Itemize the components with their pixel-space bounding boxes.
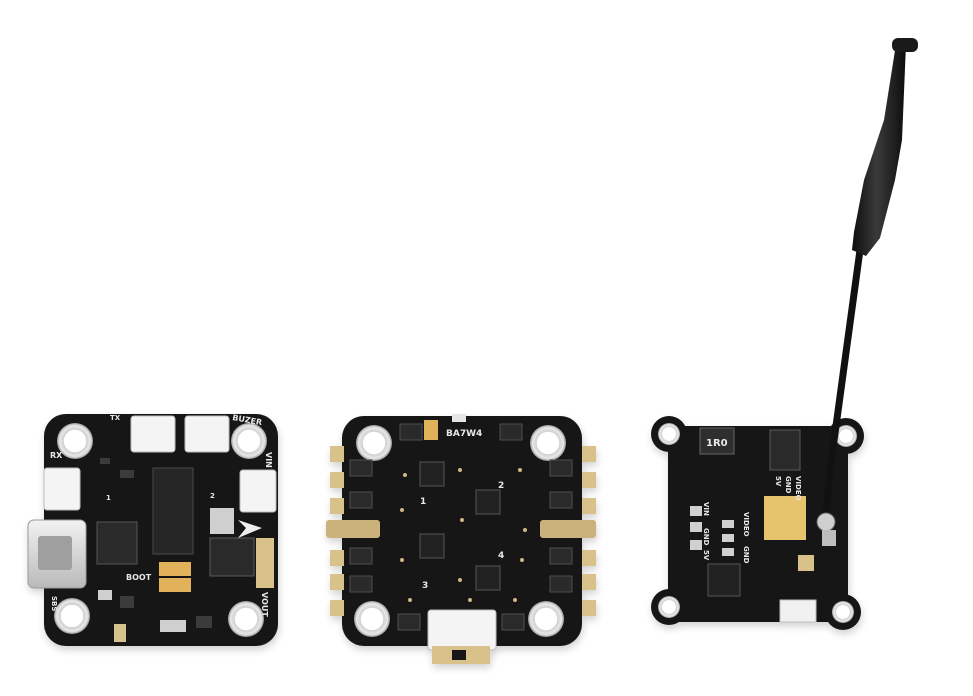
mounting-hole (354, 601, 390, 637)
jst-connector (130, 415, 176, 453)
label-sbus: SBS (50, 596, 58, 611)
mounting-hole (57, 423, 93, 459)
esc-connector (427, 609, 497, 651)
mounting-hole (356, 425, 392, 461)
label-video: VIDEO (794, 476, 802, 501)
jst-connector (239, 469, 277, 513)
flash-chip (152, 467, 194, 555)
esc-board: BA7W4 1 2 3 4 (326, 414, 596, 664)
label-boot: BOOT (126, 573, 152, 582)
switch (779, 599, 817, 623)
motor-label-1: 1 (420, 497, 426, 507)
jst-connector (184, 415, 230, 453)
flight-controller-board: BUZER RX TX VIN BOOT VOUT SBS 1 2 (27, 413, 278, 646)
mounting-hole (231, 423, 267, 459)
power-pad (540, 520, 596, 538)
label-5v: 5V (774, 476, 782, 487)
motor-label-4: 4 (498, 551, 504, 561)
mounting-hole (528, 601, 564, 637)
capacitor (159, 562, 191, 576)
motor-label-2: 2 (498, 481, 504, 491)
mounting-hole (228, 601, 264, 637)
label-two: 2 (210, 492, 215, 500)
chip-marking: BA7W4 (446, 429, 482, 439)
label-vin: VIN (264, 452, 273, 468)
label-rx: RX (50, 451, 63, 460)
capacitor (159, 578, 191, 592)
label-5v-2: 5V (702, 550, 710, 561)
label-tx: TX (110, 414, 121, 422)
pin-header (209, 537, 255, 577)
inductor-label: 1R0 (706, 438, 728, 449)
vtx-board: 1R0 VIDEO GND 5V VIN GND 5V VIDEO GND (651, 416, 864, 630)
rf-module (764, 496, 806, 540)
arrow-marker (238, 520, 262, 538)
label-one: 1 (106, 494, 111, 502)
mcu-chip (96, 521, 138, 565)
mounting-hole (530, 425, 566, 461)
label-gnd-2: GND (702, 528, 710, 546)
power-pad (326, 520, 380, 538)
mounting-hole (54, 598, 90, 634)
capacitor (424, 420, 438, 440)
label-gnd-3: GND (742, 546, 750, 564)
vtx-chip (707, 563, 741, 597)
motor-label-3: 3 (422, 581, 428, 591)
inductor (699, 427, 735, 455)
label-vin: VIN (702, 502, 710, 516)
label-vout: VOUT (260, 592, 269, 617)
jst-connector (43, 467, 81, 511)
label-video-2: VIDEO (742, 512, 750, 537)
crystal (210, 508, 234, 534)
pin-header (769, 429, 801, 471)
antenna (816, 38, 918, 546)
label-gnd: GND (784, 476, 792, 494)
